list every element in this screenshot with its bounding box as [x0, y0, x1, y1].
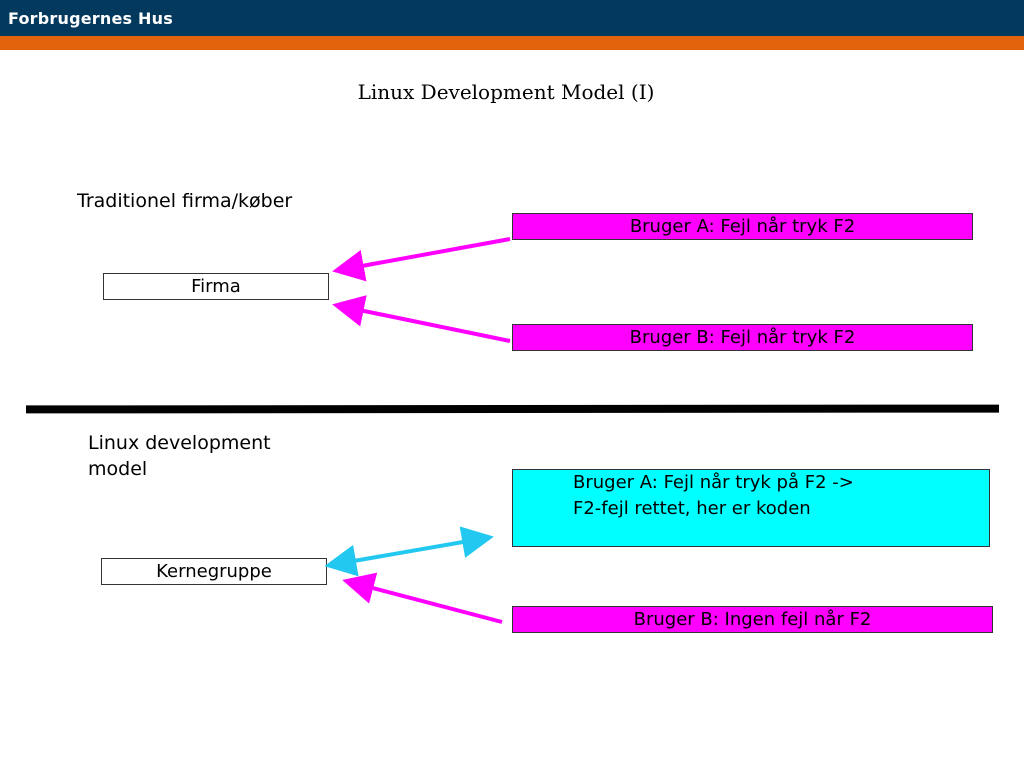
header-bar: Forbrugernes Hus	[0, 0, 1024, 36]
arrow-kernegruppe-user-a	[324, 526, 494, 577]
user-b-top-box: Bruger B: Fejl når tryk F2	[512, 324, 973, 351]
arrow-user-b-to-kernegruppe	[342, 572, 503, 624]
slide-title: Linux Development Model (I)	[357, 80, 655, 104]
arrow-user-b-to-firma	[332, 295, 511, 343]
arrow-user-a-to-firma	[332, 237, 511, 282]
user-b-bottom-box: Bruger B: Ingen fejl når F2	[512, 606, 993, 633]
bottom-label-line2: model	[88, 458, 148, 480]
user-a-top-box: Bruger A: Fejl når tryk F2	[512, 213, 973, 240]
user-a-bottom-line1: Bruger A: Fejl når tryk på F2 ->	[573, 472, 854, 493]
header-stripe	[0, 36, 1024, 50]
firma-box: Firma	[103, 273, 329, 300]
user-a-bottom-line2: F2-fejl rettet, her er koden	[573, 498, 811, 519]
bottom-section-label: Linux development model	[88, 430, 271, 482]
top-section-label: Traditionel firma/køber	[77, 190, 293, 212]
user-a-bottom-box: Bruger A: Fejl når tryk på F2 -> F2-fejl…	[512, 469, 990, 547]
header-logo: Forbrugernes Hus	[8, 9, 173, 28]
slide-header: Forbrugernes Hus	[0, 0, 1024, 50]
bottom-label-line1: Linux development	[88, 432, 271, 454]
